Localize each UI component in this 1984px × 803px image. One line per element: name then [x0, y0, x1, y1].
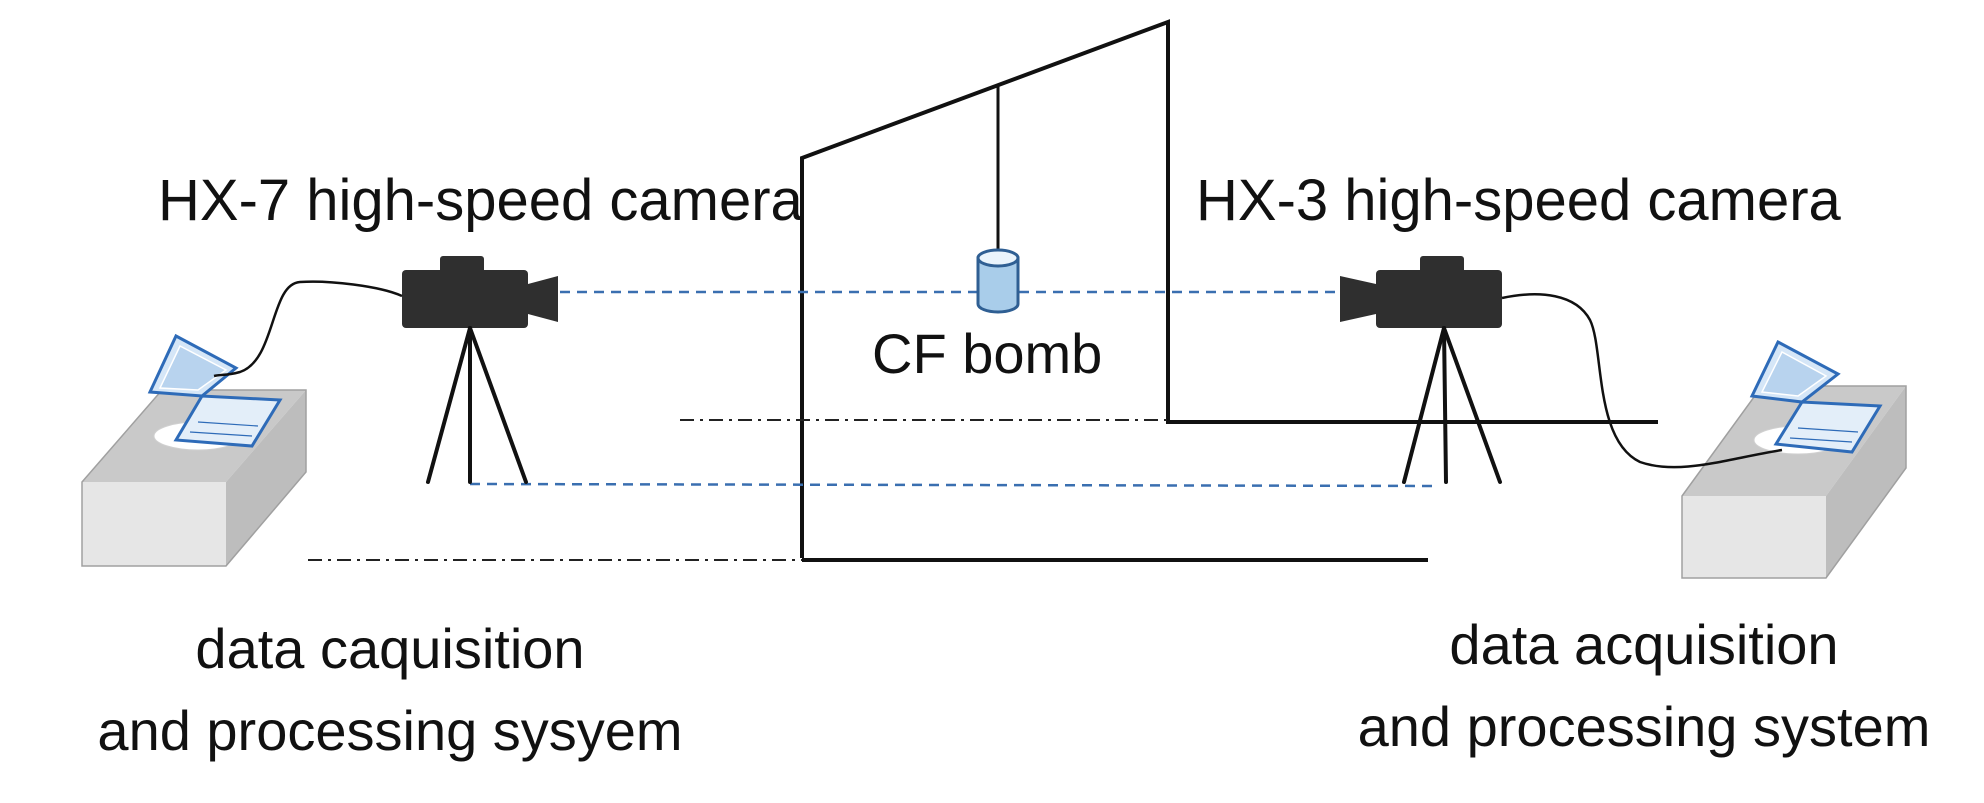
right-system-label: data acquisition and processing system — [1324, 604, 1964, 768]
left-system-label: data caquisition and processing sysyem — [40, 608, 740, 772]
left-system-label-line-2: and processing sysyem — [97, 699, 683, 762]
right-laptop-icon — [1749, 339, 1883, 455]
right-camera-top-hump — [1420, 256, 1464, 274]
left-laptop-icon — [147, 333, 283, 451]
chamber-outline — [800, 19, 1658, 558]
left-camera-body — [402, 270, 528, 328]
right-tripod-icon — [1402, 326, 1502, 484]
bomb-cylinder-icon — [976, 248, 1020, 314]
bomb-body — [976, 256, 1020, 314]
left-camera-label: HX-7 high-speed camera — [158, 168, 803, 233]
optical-paths — [469, 290, 1439, 488]
left-system-label-line-1: data caquisition — [195, 617, 585, 680]
right-system-label-line-1: data acquisition — [1449, 613, 1839, 676]
right-camera-icon — [1340, 256, 1502, 328]
right-camera-body — [1376, 270, 1502, 328]
right-system-label-line-2: and processing system — [1357, 695, 1931, 758]
right-data-cable — [1501, 293, 1783, 469]
left-data-cable — [213, 280, 403, 378]
left-camera-lens — [528, 276, 558, 322]
left-camera-top-hump — [440, 256, 484, 274]
right-camera-lens — [1340, 276, 1376, 322]
bomb-label: CF bomb — [872, 322, 1103, 385]
reference-lines — [308, 419, 1168, 561]
left-tripod-icon — [426, 326, 528, 484]
right-camera-label: HX-3 high-speed camera — [1196, 168, 1841, 233]
bomb-top — [976, 248, 1020, 268]
optical-path-lower — [469, 482, 1439, 488]
left-camera-icon — [402, 256, 558, 328]
